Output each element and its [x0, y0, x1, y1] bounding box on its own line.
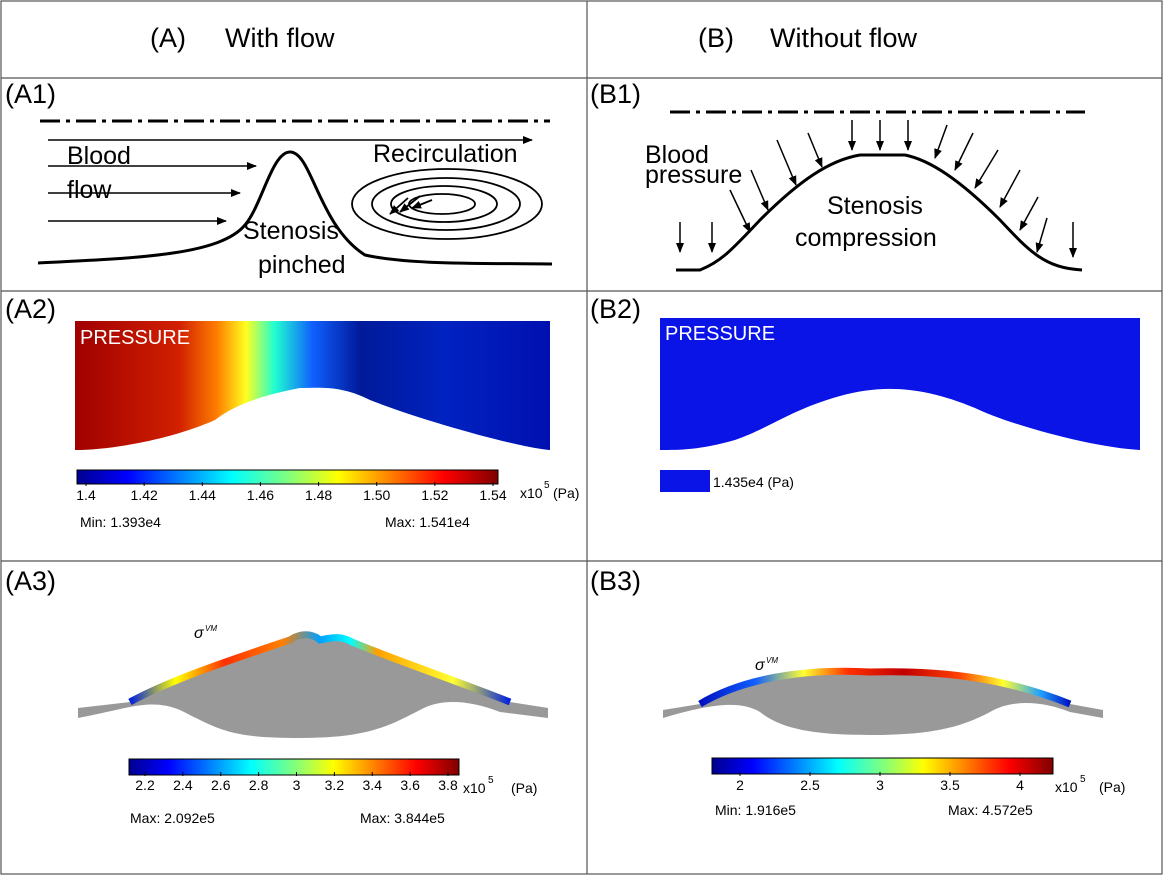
b3-max: Max: 4.572e5 — [948, 802, 1033, 818]
b1-stenosis-text: Stenosis — [827, 192, 923, 220]
a2-unit-prefix: x10 — [520, 485, 543, 501]
a3-stress-field: σ VM 2.2 2.4 2.6 2.8 3 3.2 3.4 3.6 3.8 x10 5 (Pa… — [78, 624, 548, 826]
a3-max: Max: 3.844e5 — [360, 810, 445, 826]
colorbar-tick-label: 2.5 — [800, 777, 820, 793]
b3-unit-prefix: x10 — [1055, 779, 1078, 795]
colorbar-tick-label: 3.6 — [400, 777, 420, 793]
a1-schematic: Blood flow Recirculation Stenosis pinche… — [37, 119, 553, 279]
plaque-tissue — [78, 634, 548, 738]
b3-colorbar — [711, 757, 1054, 775]
b3-sigma: σ — [755, 657, 766, 674]
a2-max: Max: 1.541e4 — [385, 514, 470, 530]
pressure-arrows — [676, 120, 1077, 258]
colorbar-tick-label: 3.4 — [363, 777, 383, 793]
colorbar-tick-label: 3.2 — [325, 777, 345, 793]
b2-pressure-label: PRESSURE — [665, 323, 775, 345]
colorbar-tick-label: 1.44 — [189, 487, 216, 503]
header-b-label: (B) — [698, 23, 734, 53]
colorbar-tick-label: 1.54 — [479, 487, 506, 503]
pressure-domain — [75, 321, 550, 450]
a2-colorbar — [76, 469, 499, 485]
flow-arrows — [48, 136, 533, 225]
colorbar-tick-label: 1.50 — [363, 487, 390, 503]
b2-value: 1.435e4 (Pa) — [713, 474, 794, 490]
colorbar-tick-label: 1.4 — [76, 487, 96, 503]
a3-colorbar-ticks: 2.2 2.4 2.6 2.8 3 3.2 3.4 3.6 3.8 — [135, 772, 458, 793]
colorbar-tick-label: 3 — [293, 777, 301, 793]
a3-unit: (Pa) — [511, 780, 537, 796]
a3-unit-exp: 5 — [488, 775, 494, 786]
a2-unit-exp: 5 — [544, 480, 550, 491]
colorbar-tick-label: 1.52 — [421, 487, 448, 503]
a3-colorbar — [128, 758, 460, 776]
panel-label-b3: (B3) — [590, 566, 641, 596]
a2-pressure-label: PRESSURE — [80, 327, 190, 349]
a2-colorbar-ticks: 1.4 1.42 1.44 1.46 1.48 1.50 1.52 1.54 — [76, 482, 507, 503]
b1-blood-text: Blood — [645, 141, 709, 169]
a3-sigma: σ — [194, 625, 205, 642]
panel-label-b2: (B2) — [590, 294, 641, 324]
a2-min: Min: 1.393e4 — [80, 514, 161, 530]
a1-recirculation-text: Recirculation — [373, 140, 518, 168]
vessel-wall — [676, 153, 1083, 272]
b1-pressure-text: pressure — [645, 161, 742, 189]
b2-pressure-field: PRESSURE 1.435e4 (Pa) — [660, 318, 1140, 492]
a1-flow-text: flow — [67, 176, 112, 204]
a1-stenosis-text: Stenosis — [243, 217, 339, 245]
panel-label-a2: (A2) — [5, 294, 56, 324]
colorbar-tick-label: 2.8 — [249, 777, 269, 793]
a3-sigma-sup: VM — [205, 624, 217, 633]
header-b-title: Without flow — [770, 23, 918, 53]
a3-unit-prefix: x10 — [463, 780, 486, 796]
a1-blood-text: Blood — [67, 142, 131, 170]
recirculation-vortex — [351, 168, 543, 240]
colorbar-tick-label: 3 — [876, 777, 884, 793]
colorbar-tick-label: 1.48 — [305, 487, 332, 503]
panel-label-b1: (B1) — [590, 79, 641, 109]
colorbar-tick-label: 3.8 — [438, 777, 458, 793]
a3-min: Max: 2.092e5 — [130, 810, 215, 826]
colorbar-tick-label: 1.42 — [131, 487, 158, 503]
a2-pressure-field: PRESSURE 1.4 1.42 1.44 1.46 1.48 1.50 1.52 1.54… — [75, 321, 579, 530]
b3-unit: (Pa) — [1099, 779, 1125, 795]
colorbar-tick-label: 4 — [1016, 777, 1024, 793]
pressure-domain — [660, 318, 1140, 450]
colorbar-tick-label: 2 — [736, 777, 744, 793]
b1-compression-text: compression — [795, 224, 937, 252]
b3-min: Min: 1.916e5 — [715, 802, 796, 818]
a2-unit: (Pa) — [553, 485, 579, 501]
panel-label-a3: (A3) — [5, 566, 56, 596]
header-a-label: (A) — [150, 23, 186, 53]
colorbar-tick-label: 2.2 — [135, 777, 155, 793]
b3-sigma-sup: VM — [766, 656, 778, 665]
colorbar-tick-label: 2.4 — [173, 777, 193, 793]
b3-unit-exp: 5 — [1080, 774, 1086, 785]
header-a-title: With flow — [225, 23, 335, 53]
a1-pinched-text: pinched — [258, 251, 346, 279]
panel-label-a1: (A1) — [5, 79, 56, 109]
stress-band — [698, 667, 1072, 708]
b3-colorbar-ticks: 2 2.5 3 3.5 4 — [736, 772, 1024, 793]
colorbar-tick-label: 1.46 — [247, 487, 274, 503]
plaque-tissue — [663, 671, 1103, 735]
b2-value-swatch — [660, 470, 710, 492]
b3-stress-field: σ VM 2 2.5 3 3.5 4 x10 5 (Pa) Min: 1.916e5 M… — [663, 656, 1125, 818]
vessel-wall — [37, 150, 553, 266]
colorbar-tick-label: 3.5 — [940, 777, 960, 793]
b1-schematic: Blood pressure Stenosis compression — [645, 110, 1085, 272]
stress-band — [128, 631, 512, 706]
colorbar-tick-label: 2.6 — [211, 777, 231, 793]
